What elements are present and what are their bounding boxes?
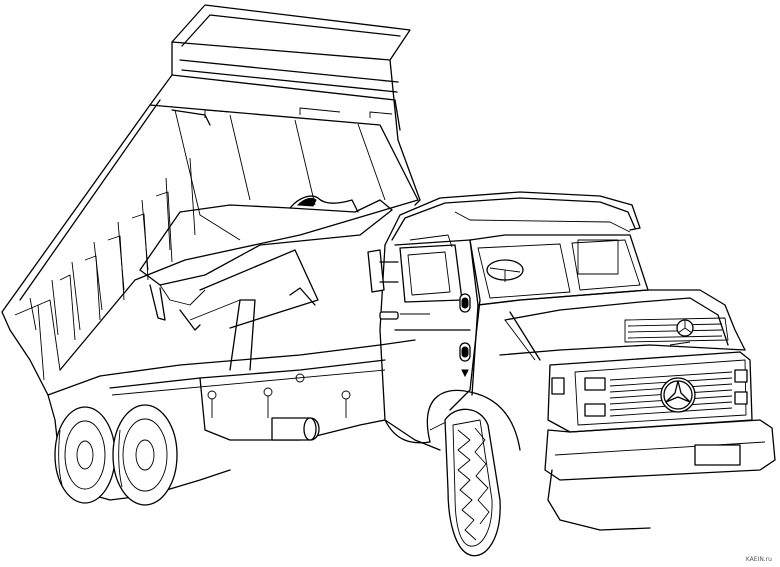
watermark-text: KAEIN.ru bbox=[745, 556, 772, 563]
chassis-frame bbox=[47, 299, 416, 501]
dump-bed bbox=[1, 4, 421, 396]
three-pointed-star-icon bbox=[663, 380, 693, 410]
truck-cab bbox=[367, 191, 649, 451]
rear-wheels bbox=[54, 404, 178, 506]
front-grille bbox=[544, 351, 776, 531]
engine-hood bbox=[477, 289, 746, 361]
front-wheel bbox=[426, 389, 521, 557]
